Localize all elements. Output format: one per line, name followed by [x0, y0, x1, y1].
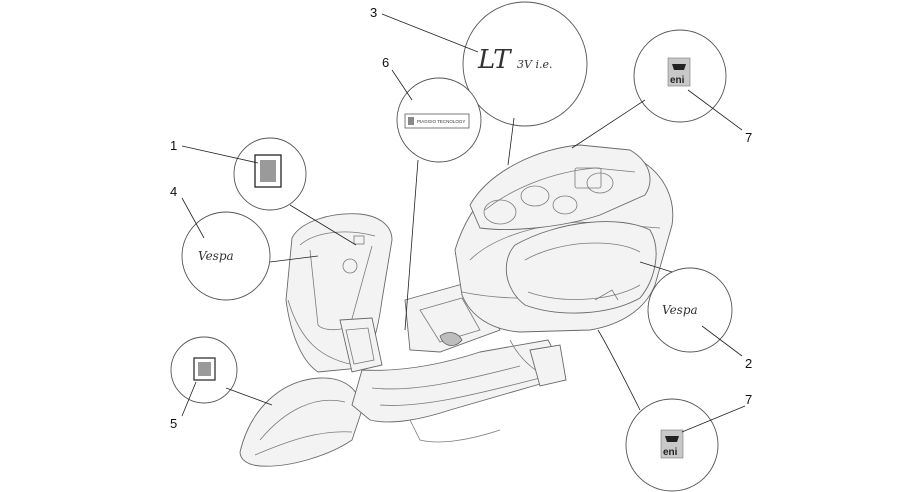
- callout-5: 5: [170, 416, 177, 431]
- callout-7-top: 7: [745, 130, 752, 145]
- callout-2: 2: [745, 356, 752, 371]
- lt-badge-suffix: 3V i.e.: [517, 58, 552, 71]
- bubble-emblem-1: [233, 137, 357, 246]
- callout-4: 4: [170, 184, 177, 199]
- lt-badge-decal: LT: [477, 45, 512, 75]
- bubble-plate: PIAGGIO TECNOLOGY: [396, 77, 482, 331]
- vespa-decal-right: Vespa: [662, 303, 698, 317]
- eni-decal-top: eni: [670, 75, 685, 86]
- eni-decal-bottom: eni: [663, 447, 678, 458]
- floorboard: [351, 339, 555, 423]
- callout-1: 1: [170, 138, 177, 153]
- bubble-eni-top: eni: [571, 29, 727, 149]
- plate-decal: PIAGGIO TECNOLOGY: [417, 119, 465, 124]
- callouts: 3 6 1 4 5 7 2 7: [170, 5, 752, 433]
- scooter-body: [239, 144, 674, 467]
- bubble-vespa-right: Vespa: [639, 261, 733, 353]
- callout-3: 3: [370, 5, 377, 20]
- bubble-eni-bottom: eni: [597, 329, 719, 492]
- bubble-emblem-5: [170, 336, 273, 406]
- vespa-decal-left: Vespa: [198, 249, 234, 263]
- front-fender: [239, 377, 363, 467]
- callout-7-bottom: 7: [745, 392, 752, 407]
- bubble-lt-badge: LT 3V i.e.: [462, 1, 588, 166]
- bubble-vespa-left: Vespa: [181, 211, 319, 301]
- callout-6: 6: [382, 55, 389, 70]
